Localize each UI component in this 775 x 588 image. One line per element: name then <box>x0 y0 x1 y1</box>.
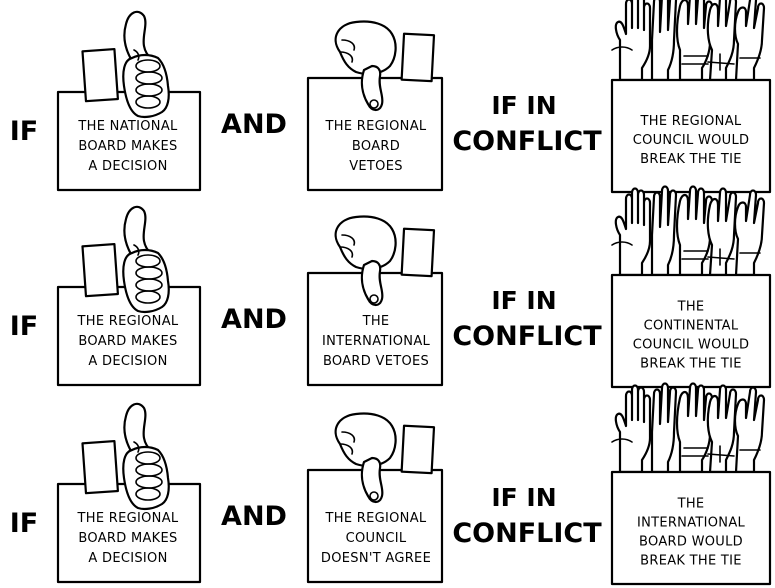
veto-text-line: COUNCIL <box>346 531 407 546</box>
decision-text-line: THE REGIONAL <box>77 511 179 526</box>
and-label: AND <box>221 501 287 532</box>
tiebreak-text-line: THE REGIONAL <box>640 114 742 129</box>
diagram-row: IF THE REGIONAL BOARD MAKES A DECISION AND TH… <box>10 382 772 586</box>
if-in-label: IF IN <box>491 286 556 315</box>
tiebreak-box <box>610 273 772 389</box>
decision-box <box>56 482 202 584</box>
if-in-label: IF IN <box>491 91 556 120</box>
tiebreak-text-line: BOARD WOULD <box>639 535 743 550</box>
and-label: AND <box>221 304 287 335</box>
and-label: AND <box>221 109 287 140</box>
tiebreak-box <box>610 470 772 586</box>
decision-text-line: A DECISION <box>88 159 167 174</box>
decision-box <box>56 285 202 387</box>
veto-text-line: THE REGIONAL <box>325 119 427 134</box>
decision-text-line: THE NATIONAL <box>77 119 178 134</box>
decision-text-line: BOARD MAKES <box>78 531 177 546</box>
veto-text-line: INTERNATIONAL <box>322 334 431 349</box>
tiebreak-box <box>610 78 772 194</box>
diagram-row: IF THE REGIONAL BOARD MAKES A DECISION AND TH… <box>10 185 772 389</box>
decision-text-line: BOARD MAKES <box>78 334 177 349</box>
decision-text-line: A DECISION <box>88 551 167 566</box>
decision-box <box>56 90 202 192</box>
if-label: IF <box>10 311 39 342</box>
veto-text-line: THE REGIONAL <box>325 511 427 526</box>
veto-text-line: BOARD <box>352 139 400 154</box>
decision-text-line: A DECISION <box>88 354 167 369</box>
if-label: IF <box>10 508 39 539</box>
tiebreak-text-line: THE <box>677 300 705 315</box>
tiebreak-text-line: THE <box>677 497 705 512</box>
raised-hands-vote-icon <box>610 0 766 82</box>
tiebreak-text-line: COUNCIL WOULD <box>633 338 750 353</box>
tiebreak-text-line: BREAK THE TIE <box>640 554 742 569</box>
tiebreak-text-line: BREAK THE TIE <box>640 357 742 372</box>
decision-text-line: THE REGIONAL <box>77 314 179 329</box>
raised-hands-vote-icon <box>610 185 766 277</box>
decision-text-line: BOARD MAKES <box>78 139 177 154</box>
conflict-label: CONFLICT <box>452 321 602 352</box>
diagram-rows: IF THE NATIONAL BOARD MAKES A DECISION AND TH… <box>10 0 772 586</box>
tiebreak-text-line: CONTINENTAL <box>644 319 739 334</box>
tiebreak-text-line: INTERNATIONAL <box>637 516 746 531</box>
tiebreak-text-line: BREAK THE TIE <box>640 152 742 167</box>
conflict-label: CONFLICT <box>452 126 602 157</box>
raised-hands-vote-icon <box>610 382 766 474</box>
conflict-label: CONFLICT <box>452 518 602 549</box>
if-label: IF <box>10 116 39 147</box>
veto-text-line: BOARD VETOES <box>323 354 429 369</box>
veto-text-line: DOESN'T AGREE <box>321 551 431 566</box>
veto-box <box>306 271 444 387</box>
tiebreak-text-line: COUNCIL WOULD <box>633 133 750 148</box>
veto-text-line: THE <box>362 314 390 329</box>
veto-text-line: VETOES <box>349 159 403 174</box>
if-in-label: IF IN <box>491 483 556 512</box>
diagram-row: IF THE NATIONAL BOARD MAKES A DECISION AND TH… <box>10 0 772 194</box>
